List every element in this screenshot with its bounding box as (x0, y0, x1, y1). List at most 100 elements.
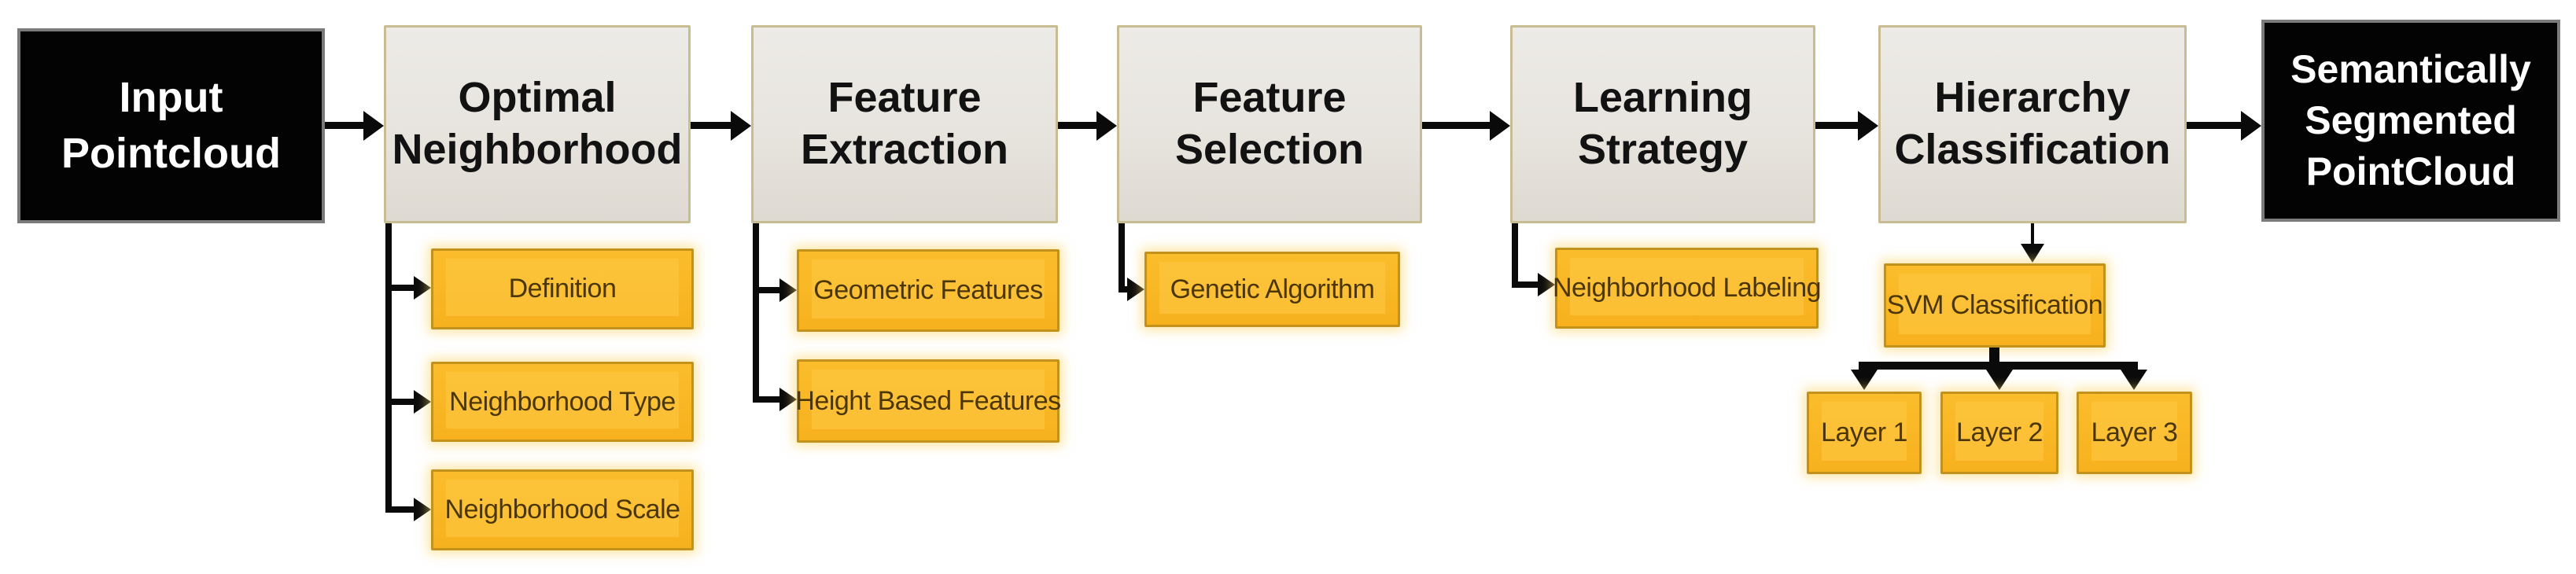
node-feature-extraction-label: Feature Extraction (801, 72, 1008, 176)
subnode-svm-classification: SVM Classification (1884, 263, 2106, 348)
arrow-head-icon (1538, 273, 1555, 296)
connector-svm-branch-line (1859, 362, 2138, 370)
arrow-shaft (325, 122, 368, 129)
arrow-to-definition (385, 276, 431, 300)
arrow-shaft (1422, 122, 1494, 129)
input-label-line2: Pointcloud (61, 130, 281, 177)
node-input-pointcloud-label: Input Pointcloud (61, 70, 281, 182)
subnode-genetic-algorithm: Genetic Algorithm (1144, 252, 1400, 327)
subnode-height-based-features: Height Based Features (795, 359, 1061, 443)
subnode-height-based-features-label: Height Based Features (795, 385, 1061, 416)
optimal-label-line2: Neighborhood (392, 126, 683, 173)
node-hierarchy-classification: Hierarchy Classification (1878, 25, 2187, 223)
subnode-layer-3: Layer 3 (2077, 392, 2192, 474)
arrow-learning-to-hierarchy (1815, 111, 1878, 141)
arrow-shaft (385, 399, 418, 405)
arrow-head-icon (414, 390, 431, 414)
selection-label-line1: Feature (1192, 74, 1347, 122)
subnode-definition-label: Definition (508, 274, 617, 304)
subnode-layer-2: Layer 2 (1940, 392, 2058, 474)
extraction-label-line1: Feature (827, 74, 982, 122)
arrow-shaft (691, 122, 735, 129)
arrow-head-icon (1858, 111, 1878, 141)
node-feature-selection-label: Feature Selection (1175, 72, 1364, 176)
subnode-neighborhood-labeling-label: Neighborhood Labeling (1552, 273, 1822, 303)
arrow-to-neighborhood-scale (385, 498, 431, 521)
node-optimal-neighborhood-label: Optimal Neighborhood (392, 72, 683, 176)
node-hierarchy-classification-label: Hierarchy Classification (1894, 72, 2170, 176)
arrow-shaft (753, 287, 784, 293)
arrow-head-icon (779, 388, 797, 411)
node-feature-selection: Feature Selection (1117, 25, 1422, 223)
subnode-neighborhood-labeling: Neighborhood Labeling (1552, 248, 1822, 329)
arrow-to-height-based-features (753, 388, 797, 411)
arrow-head-icon (414, 276, 431, 300)
selection-label-line2: Selection (1174, 126, 1365, 173)
arrow-to-neighborhood-type (385, 390, 431, 414)
learning-label-line2: Strategy (1577, 126, 1749, 173)
subnode-neighborhood-type: Neighborhood Type (431, 362, 694, 442)
node-optimal-neighborhood: Optimal Neighborhood (384, 25, 691, 223)
arrow-shaft (1120, 286, 1132, 293)
arrow-shaft (385, 285, 418, 291)
subnode-geometric-features-label: Geometric Features (813, 275, 1043, 305)
subnode-layer-2-label: Layer 2 (1956, 418, 2043, 447)
arrow-head-icon (363, 111, 384, 141)
arrow-head-layer3-icon (2121, 370, 2147, 390)
arrow-shaft (753, 396, 784, 403)
subnode-neighborhood-scale-label: Neighborhood Scale (444, 495, 680, 524)
connector-extraction-trunk (753, 223, 759, 403)
arrow-input-to-optimal (325, 111, 384, 141)
subnode-neighborhood-type-label: Neighborhood Type (449, 386, 676, 417)
arrow-head-layer2-icon (1986, 370, 2013, 390)
optimal-label-line1: Optimal (458, 74, 617, 122)
node-learning-strategy-label: Learning Strategy (1573, 72, 1752, 176)
arrow-head-icon (779, 278, 797, 302)
output-label-line1: Semantically (2290, 47, 2531, 91)
subnode-definition: Definition (431, 248, 694, 329)
hierarchy-label-line1: Hierarchy (1934, 74, 2131, 122)
extraction-label-line2: Extraction (800, 126, 1009, 173)
connector-learning-trunk (1512, 223, 1518, 288)
arrow-shaft (1058, 122, 1101, 129)
subnode-genetic-algorithm-label: Genetic Algorithm (1170, 274, 1375, 304)
arrow-hierarchy-to-output (2187, 111, 2261, 141)
arrow-selection-to-learning (1422, 111, 1510, 141)
arrow-head-icon (731, 111, 751, 141)
arrow-to-neighborhood-labeling (1512, 273, 1555, 296)
arrow-head-svm-icon (2021, 244, 2044, 263)
connector-optimal-trunk (385, 223, 392, 513)
learning-label-line1: Learning (1572, 74, 1753, 122)
arrow-optimal-to-extraction (691, 111, 751, 141)
arrow-shaft (1815, 122, 1863, 129)
arrow-head-icon (1127, 278, 1144, 301)
arrow-head-icon (1096, 111, 1117, 141)
subnode-layer-3-label: Layer 3 (2091, 418, 2178, 447)
connector-selection-trunk (1118, 223, 1125, 293)
arrow-head-icon (414, 498, 431, 521)
arrow-shaft (385, 506, 418, 513)
output-label-line2: Segmented (2305, 98, 2517, 142)
node-semantically-segmented-pointcloud: Semantically Segmented PointCloud (2261, 20, 2560, 222)
arrow-shaft (2187, 122, 2246, 129)
subnode-svm-classification-label: SVM Classification (1886, 290, 2103, 320)
node-input-pointcloud: Input Pointcloud (17, 28, 325, 223)
output-label-line3: PointCloud (2305, 149, 2516, 193)
node-learning-strategy: Learning Strategy (1510, 25, 1815, 223)
arrow-head-icon (1490, 111, 1510, 141)
input-label-line1: Input (119, 73, 223, 121)
arrow-head-icon (2241, 111, 2261, 141)
arrow-to-geometric-features (753, 278, 797, 302)
arrow-to-genetic-algorithm (1120, 278, 1144, 301)
subnode-geometric-features: Geometric Features (797, 249, 1060, 332)
arrow-head-layer1-icon (1851, 370, 1878, 390)
connector-hierarchy-to-svm (2031, 223, 2034, 245)
node-feature-extraction: Feature Extraction (751, 25, 1058, 223)
arrow-extraction-to-selection (1058, 111, 1117, 141)
subnode-neighborhood-scale: Neighborhood Scale (431, 469, 694, 550)
arrow-shaft (1512, 281, 1542, 288)
hierarchy-label-line2: Classification (1894, 126, 2171, 173)
subnode-layer-1-label: Layer 1 (1821, 418, 1907, 447)
subnode-layer-1: Layer 1 (1807, 392, 1922, 474)
